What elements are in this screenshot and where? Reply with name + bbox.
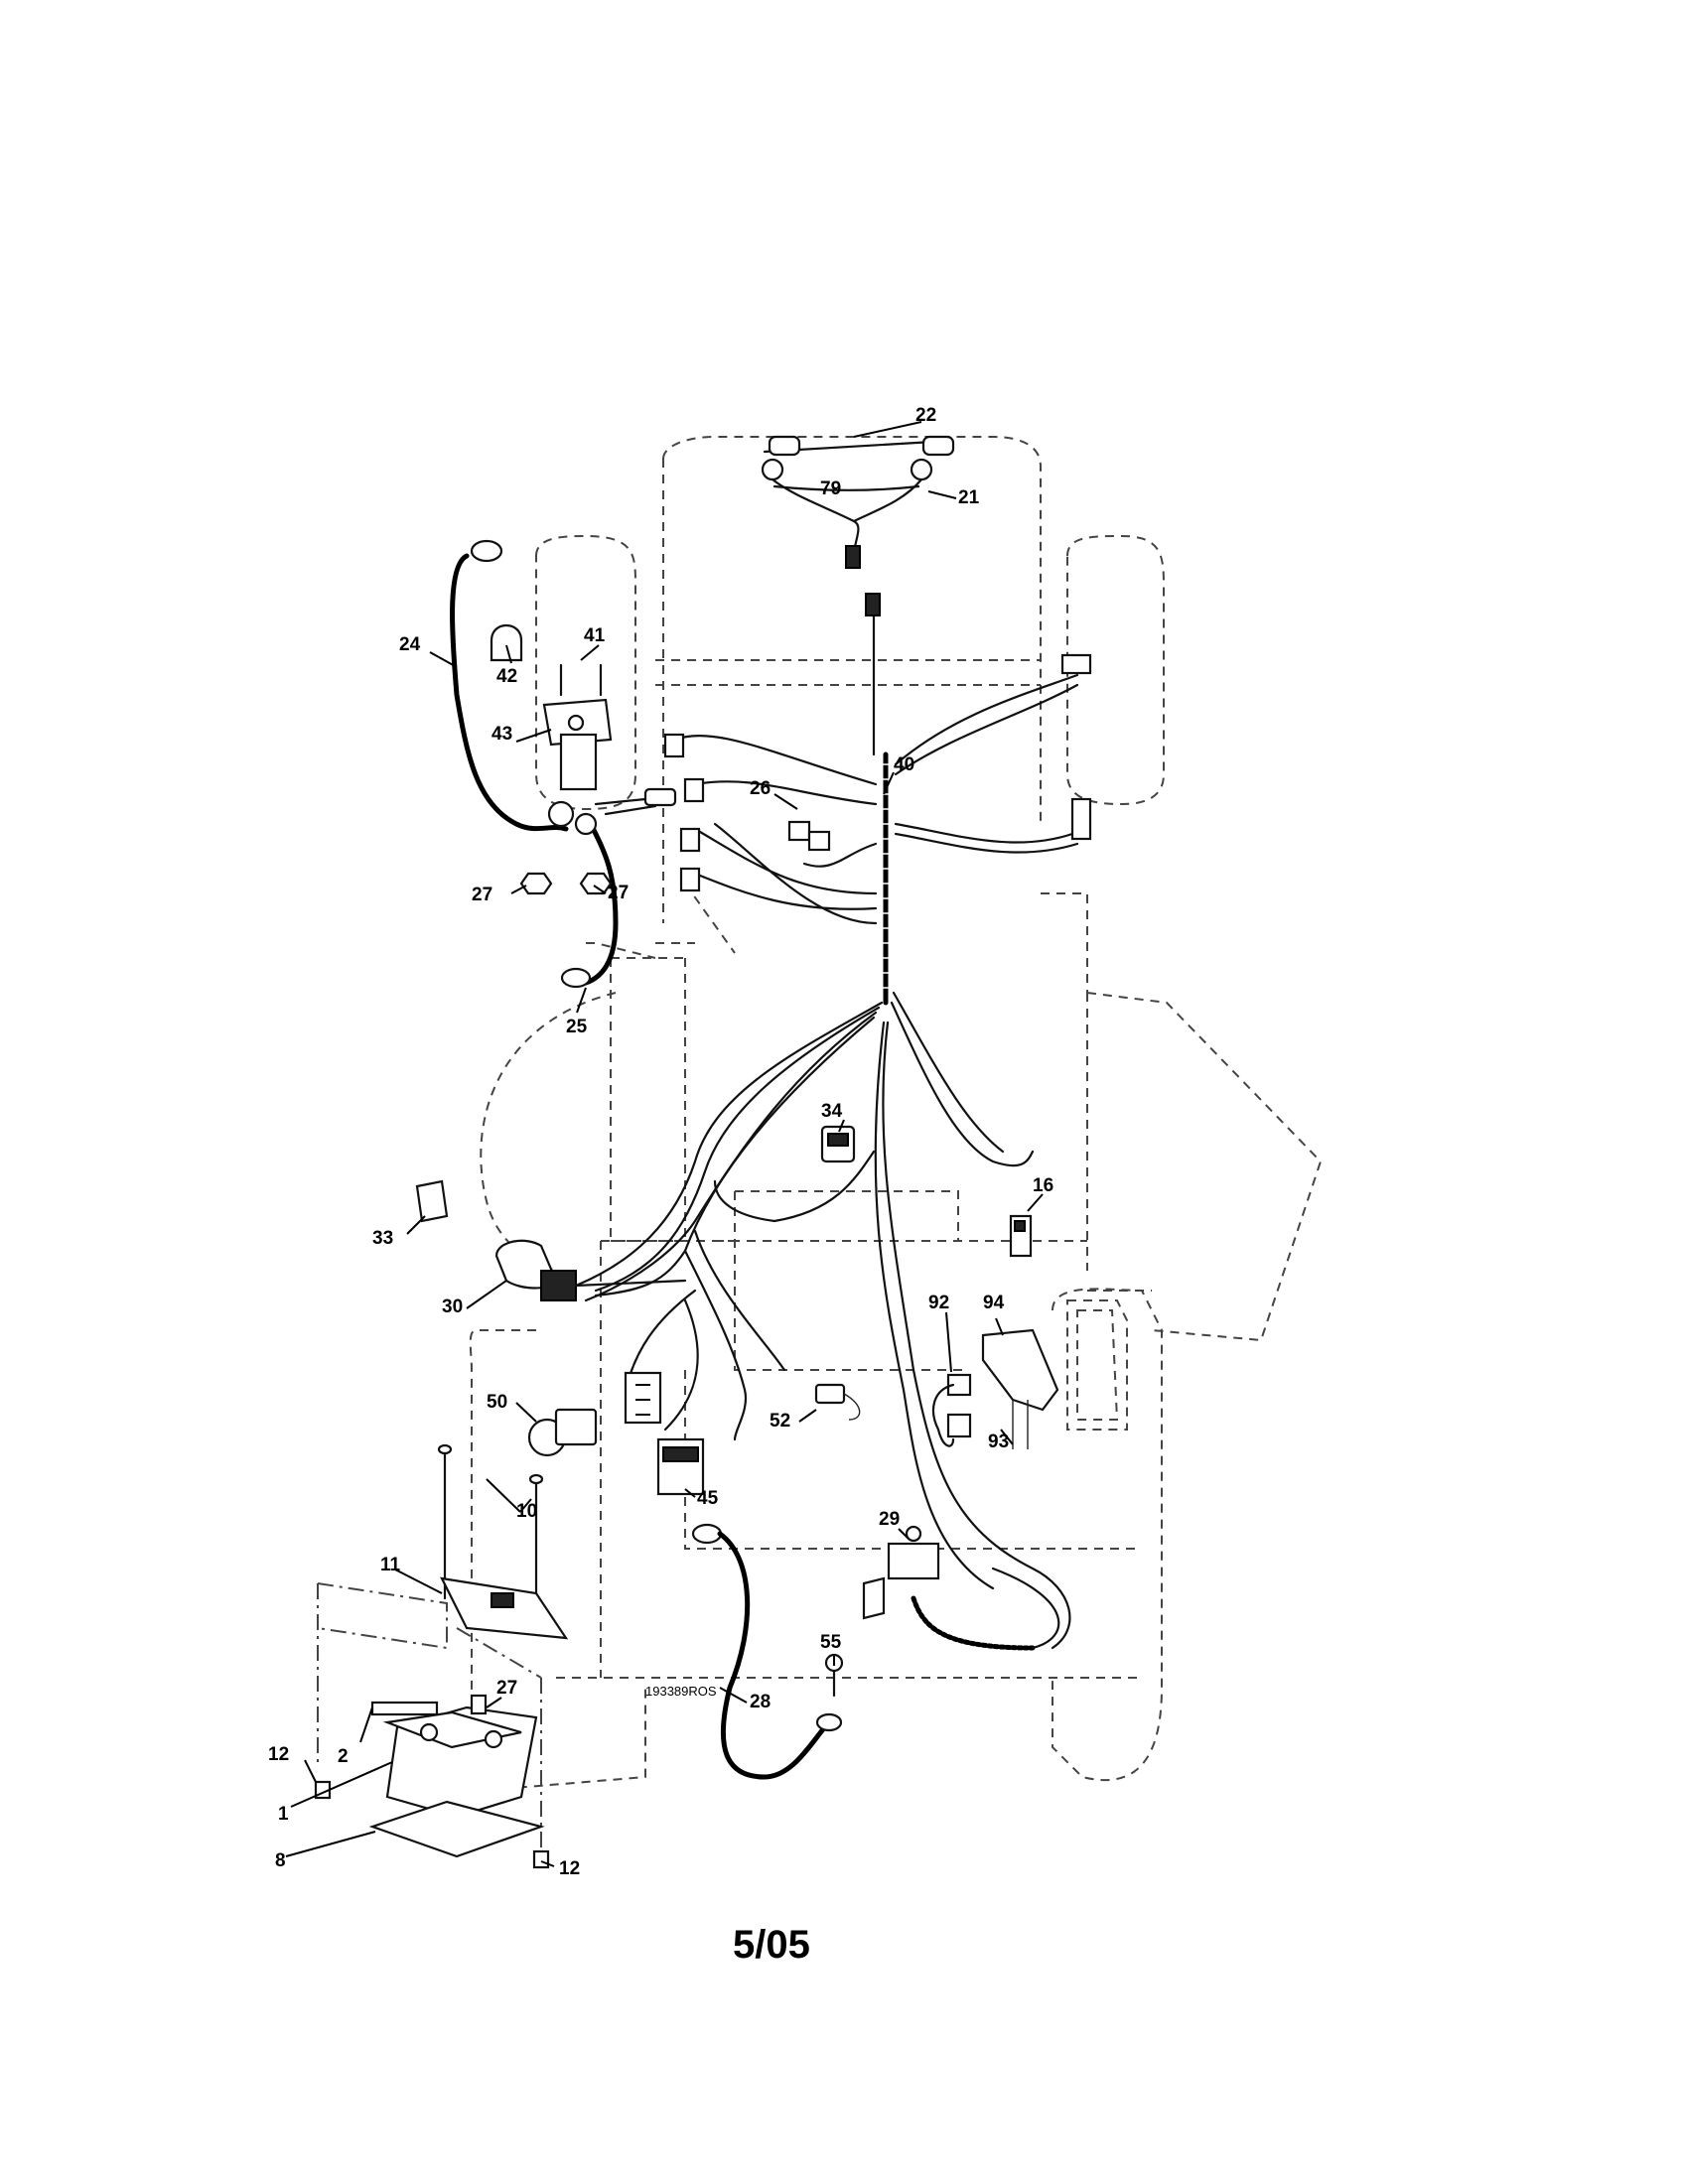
switch-16 — [1009, 1214, 1033, 1258]
callout-34: 34 — [821, 1101, 843, 1122]
callout-40: 40 — [894, 754, 914, 775]
callout-11: 11 — [380, 1555, 401, 1575]
regulator-33 — [415, 1179, 449, 1223]
callout-94: 94 — [983, 1293, 1005, 1313]
callout-42: 42 — [496, 666, 517, 687]
connector-block — [624, 1371, 662, 1425]
callout-41: 41 — [584, 625, 606, 646]
callout-30: 30 — [442, 1297, 463, 1317]
callout-27-left: 27 — [472, 885, 492, 905]
callout-27-right: 27 — [608, 883, 629, 903]
drawing-code: 193389ROS — [645, 1684, 717, 1699]
tractor-outline — [317, 436, 1323, 1856]
callout-10: 10 — [516, 1501, 537, 1522]
hour-meter-45 — [656, 1437, 705, 1496]
starter-solenoid — [490, 624, 677, 836]
callout-21: 21 — [958, 487, 980, 508]
callout-26: 26 — [750, 778, 771, 799]
battery-cables — [450, 539, 619, 989]
callout-numbers: 22 79 21 24 41 42 43 40 26 27 27 25 34 1… — [268, 405, 1053, 1879]
main-harness — [574, 593, 1092, 1650]
callout-50: 50 — [487, 1392, 507, 1413]
seat-switch-29 — [862, 1525, 1060, 1651]
callout-28: 28 — [750, 1692, 771, 1712]
callout-2: 2 — [338, 1746, 349, 1767]
callout-33: 33 — [372, 1228, 393, 1249]
callout-12-right: 12 — [559, 1858, 580, 1879]
callout-52: 52 — [770, 1411, 790, 1432]
battery-group — [314, 1443, 569, 1869]
callout-79: 79 — [820, 478, 841, 499]
callout-16: 16 — [1033, 1175, 1053, 1196]
callout-92: 92 — [928, 1293, 949, 1313]
callout-27-battery: 27 — [496, 1678, 517, 1699]
headlight-assembly — [761, 435, 955, 569]
callout-8: 8 — [275, 1850, 286, 1871]
callout-29: 29 — [879, 1509, 900, 1530]
switch-34 — [820, 1125, 856, 1163]
callout-22: 22 — [915, 405, 936, 426]
firewall-connectors — [663, 733, 831, 892]
ground-cable-28: 193389ROS — [645, 1523, 843, 1780]
footer-date: 5/05 — [733, 1923, 810, 1967]
callout-55: 55 — [820, 1632, 842, 1653]
hex-nuts — [519, 872, 613, 895]
callout-12-left: 12 — [268, 1744, 289, 1765]
harness-loom — [876, 751, 896, 1006]
callout-leaders — [285, 421, 1044, 1867]
callout-24: 24 — [399, 634, 421, 655]
pto-switch-group — [931, 1328, 1059, 1449]
fuse-52 — [814, 1383, 861, 1421]
callout-43: 43 — [491, 724, 512, 745]
callout-1: 1 — [278, 1804, 289, 1825]
callout-45: 45 — [697, 1488, 719, 1509]
callout-93: 93 — [988, 1432, 1009, 1452]
callout-25: 25 — [566, 1017, 588, 1037]
ignition-switch — [494, 1239, 687, 1301]
light-switch-50 — [527, 1408, 598, 1457]
